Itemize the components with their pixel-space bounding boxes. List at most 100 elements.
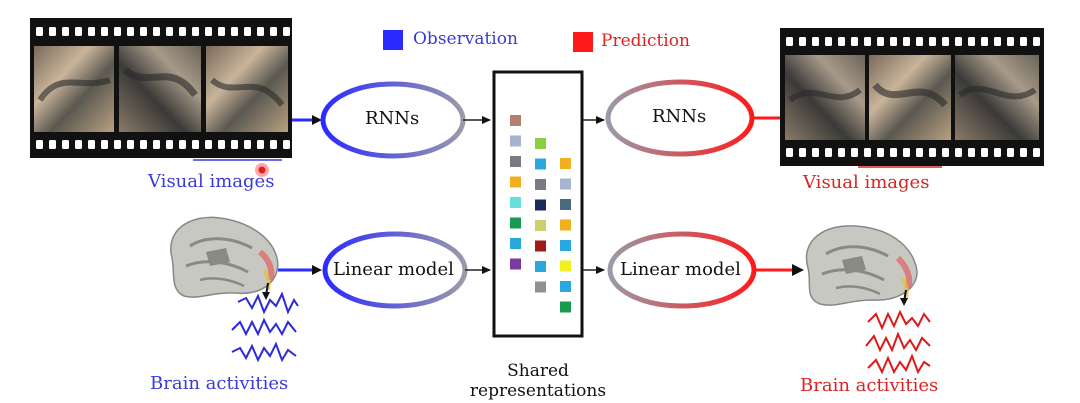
sprocket-hole [62, 140, 69, 149]
sprocket-hole [140, 140, 147, 149]
sprocket-hole [75, 27, 82, 36]
left-linear-model-label: Linear model [333, 259, 454, 280]
sprocket-hole [270, 140, 277, 149]
representation-square [510, 115, 521, 126]
representation-square [510, 197, 521, 208]
sprocket-hole [36, 140, 43, 149]
sprocket-hole [218, 140, 225, 149]
sprocket-hole [864, 37, 871, 46]
representation-square [535, 138, 546, 149]
sprocket-hole [1033, 37, 1040, 46]
sprocket-hole [127, 27, 134, 36]
film-strip-icon [780, 28, 1044, 166]
representation-square [535, 220, 546, 231]
sprocket-hole [114, 140, 121, 149]
left-visual-images-caption: Visual images [148, 171, 275, 192]
sprocket-hole [786, 37, 793, 46]
sprocket-hole [205, 140, 212, 149]
right-rnn-label: RNNs [652, 106, 707, 127]
sprocket-hole [1020, 148, 1027, 157]
sprocket-hole [825, 148, 832, 157]
sprocket-hole [851, 37, 858, 46]
sprocket-hole [153, 27, 160, 36]
sprocket-hole [192, 27, 199, 36]
brain-icon [170, 216, 279, 300]
sprocket-hole [140, 27, 147, 36]
representation-square [560, 158, 571, 169]
prediction-legend-swatch [573, 32, 593, 52]
sprocket-hole [114, 27, 121, 36]
brain-signal-waves [865, 309, 931, 375]
sprocket-hole [812, 148, 819, 157]
sprocket-hole [179, 140, 186, 149]
prediction-legend-label: Prediction [601, 31, 690, 51]
sprocket-hole [903, 37, 910, 46]
representation-square [535, 240, 546, 252]
sprocket-hole [929, 148, 936, 157]
representation-square [510, 176, 521, 188]
sprocket-hole [955, 37, 962, 46]
sprocket-hole [49, 27, 56, 36]
representation-square [510, 238, 521, 249]
sprocket-hole [812, 37, 819, 46]
sprocket-hole [231, 27, 238, 36]
sprocket-hole [166, 140, 173, 149]
sprocket-hole [890, 37, 897, 46]
sprocket-hole [36, 27, 43, 36]
film-sprockets [786, 37, 1040, 157]
right-brain-activities-caption: Brain activities [800, 375, 939, 396]
left-rnn-label: RNNs [365, 108, 420, 129]
film-sprockets [36, 27, 290, 149]
sprocket-hole [916, 148, 923, 157]
representation-square [535, 261, 546, 272]
observation-legend-swatch [383, 30, 403, 50]
sprocket-hole [101, 27, 108, 36]
sprocket-hole [257, 27, 264, 36]
sprocket-hole [179, 27, 186, 36]
sprocket-hole [166, 27, 173, 36]
representation-square [535, 158, 546, 170]
sprocket-hole [851, 148, 858, 157]
sprocket-hole [205, 27, 212, 36]
sprocket-hole [231, 140, 238, 149]
sprocket-hole [1033, 148, 1040, 157]
sprocket-hole [981, 37, 988, 46]
sprocket-hole [864, 148, 871, 157]
sprocket-hole [799, 148, 806, 157]
left-brain-activities-caption: Brain activities [150, 373, 289, 394]
sprocket-hole [877, 37, 884, 46]
sprocket-hole [981, 148, 988, 157]
sprocket-hole [244, 140, 251, 149]
representation-square [510, 258, 521, 270]
sprocket-hole [838, 37, 845, 46]
sprocket-hole [257, 140, 264, 149]
sprocket-hole [942, 148, 949, 157]
sprocket-hole [877, 148, 884, 157]
sprocket-hole [1020, 37, 1027, 46]
sprocket-hole [49, 140, 56, 149]
sprocket-hole [994, 37, 1001, 46]
sprocket-hole [88, 27, 95, 36]
brain-signal-waves [231, 291, 299, 363]
sprocket-hole [903, 148, 910, 157]
representation-square [560, 178, 571, 190]
observation-legend-label: Observation [413, 29, 518, 49]
representation-square [535, 179, 546, 190]
sprocket-hole [1007, 37, 1014, 46]
representation-square [560, 260, 571, 272]
representation-square [510, 156, 521, 167]
sprocket-hole [88, 140, 95, 149]
sprocket-hole [1007, 148, 1014, 157]
right-visual-images-caption: Visual images [803, 172, 930, 193]
sprocket-hole [153, 140, 160, 149]
sprocket-hole [62, 27, 69, 36]
sprocket-hole [270, 27, 277, 36]
sprocket-hole [75, 140, 82, 149]
sprocket-hole [929, 37, 936, 46]
representation-square [510, 135, 521, 147]
sprocket-hole [244, 27, 251, 36]
sprocket-hole [890, 148, 897, 157]
shared-caption-line2: representations [469, 381, 607, 401]
representation-square [560, 281, 571, 292]
